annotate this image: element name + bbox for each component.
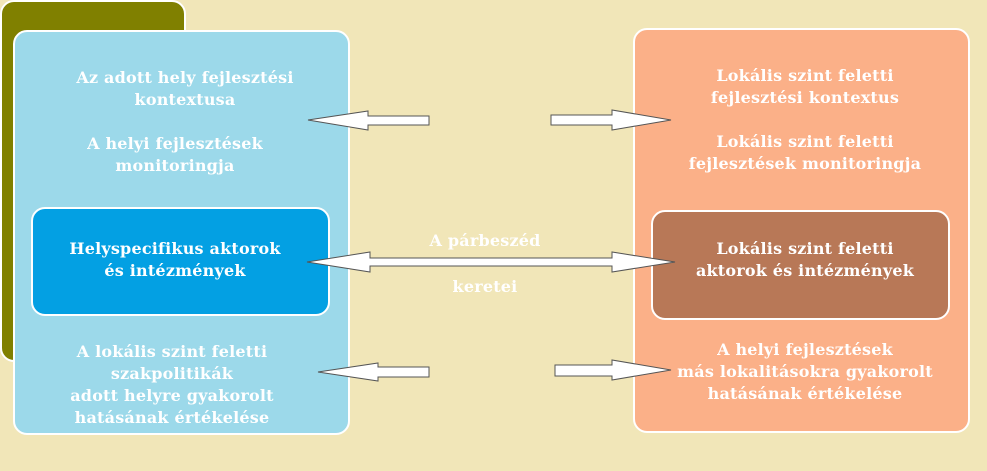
center-title-line2: keretei (452, 277, 518, 296)
arrow-top-right (550, 109, 672, 131)
left-evaluation-text: A lokális szint feletti szakpolitikák ad… (70, 342, 274, 427)
right-evaluation-text: A helyi fejlesztések más lokalitásokra g… (677, 340, 933, 403)
arrow-bottom-left (317, 362, 430, 382)
left-monitoring-text: A helyi fejlesztések monitoringja (87, 134, 263, 175)
right-actors-text: Lokális szint feletti aktorok és intézmé… (695, 239, 915, 280)
right-actors-box (651, 210, 950, 320)
arrow-middle-double (306, 251, 676, 273)
center-title-line1: A párbeszéd (429, 231, 541, 250)
left-context-text: Az adott hely fejlesztési kontextusa (76, 68, 294, 109)
arrow-bottom-right (554, 359, 672, 381)
right-monitoring-text: Lokális szint feletti fejlesztések monit… (688, 132, 922, 173)
left-actors-text: Helyspecifikus aktorok és intézmények (69, 239, 281, 280)
right-context-text: Lokális szint feletti fejlesztési kontex… (710, 66, 900, 107)
arrow-top-left (307, 110, 430, 131)
left-actors-box (31, 207, 330, 316)
